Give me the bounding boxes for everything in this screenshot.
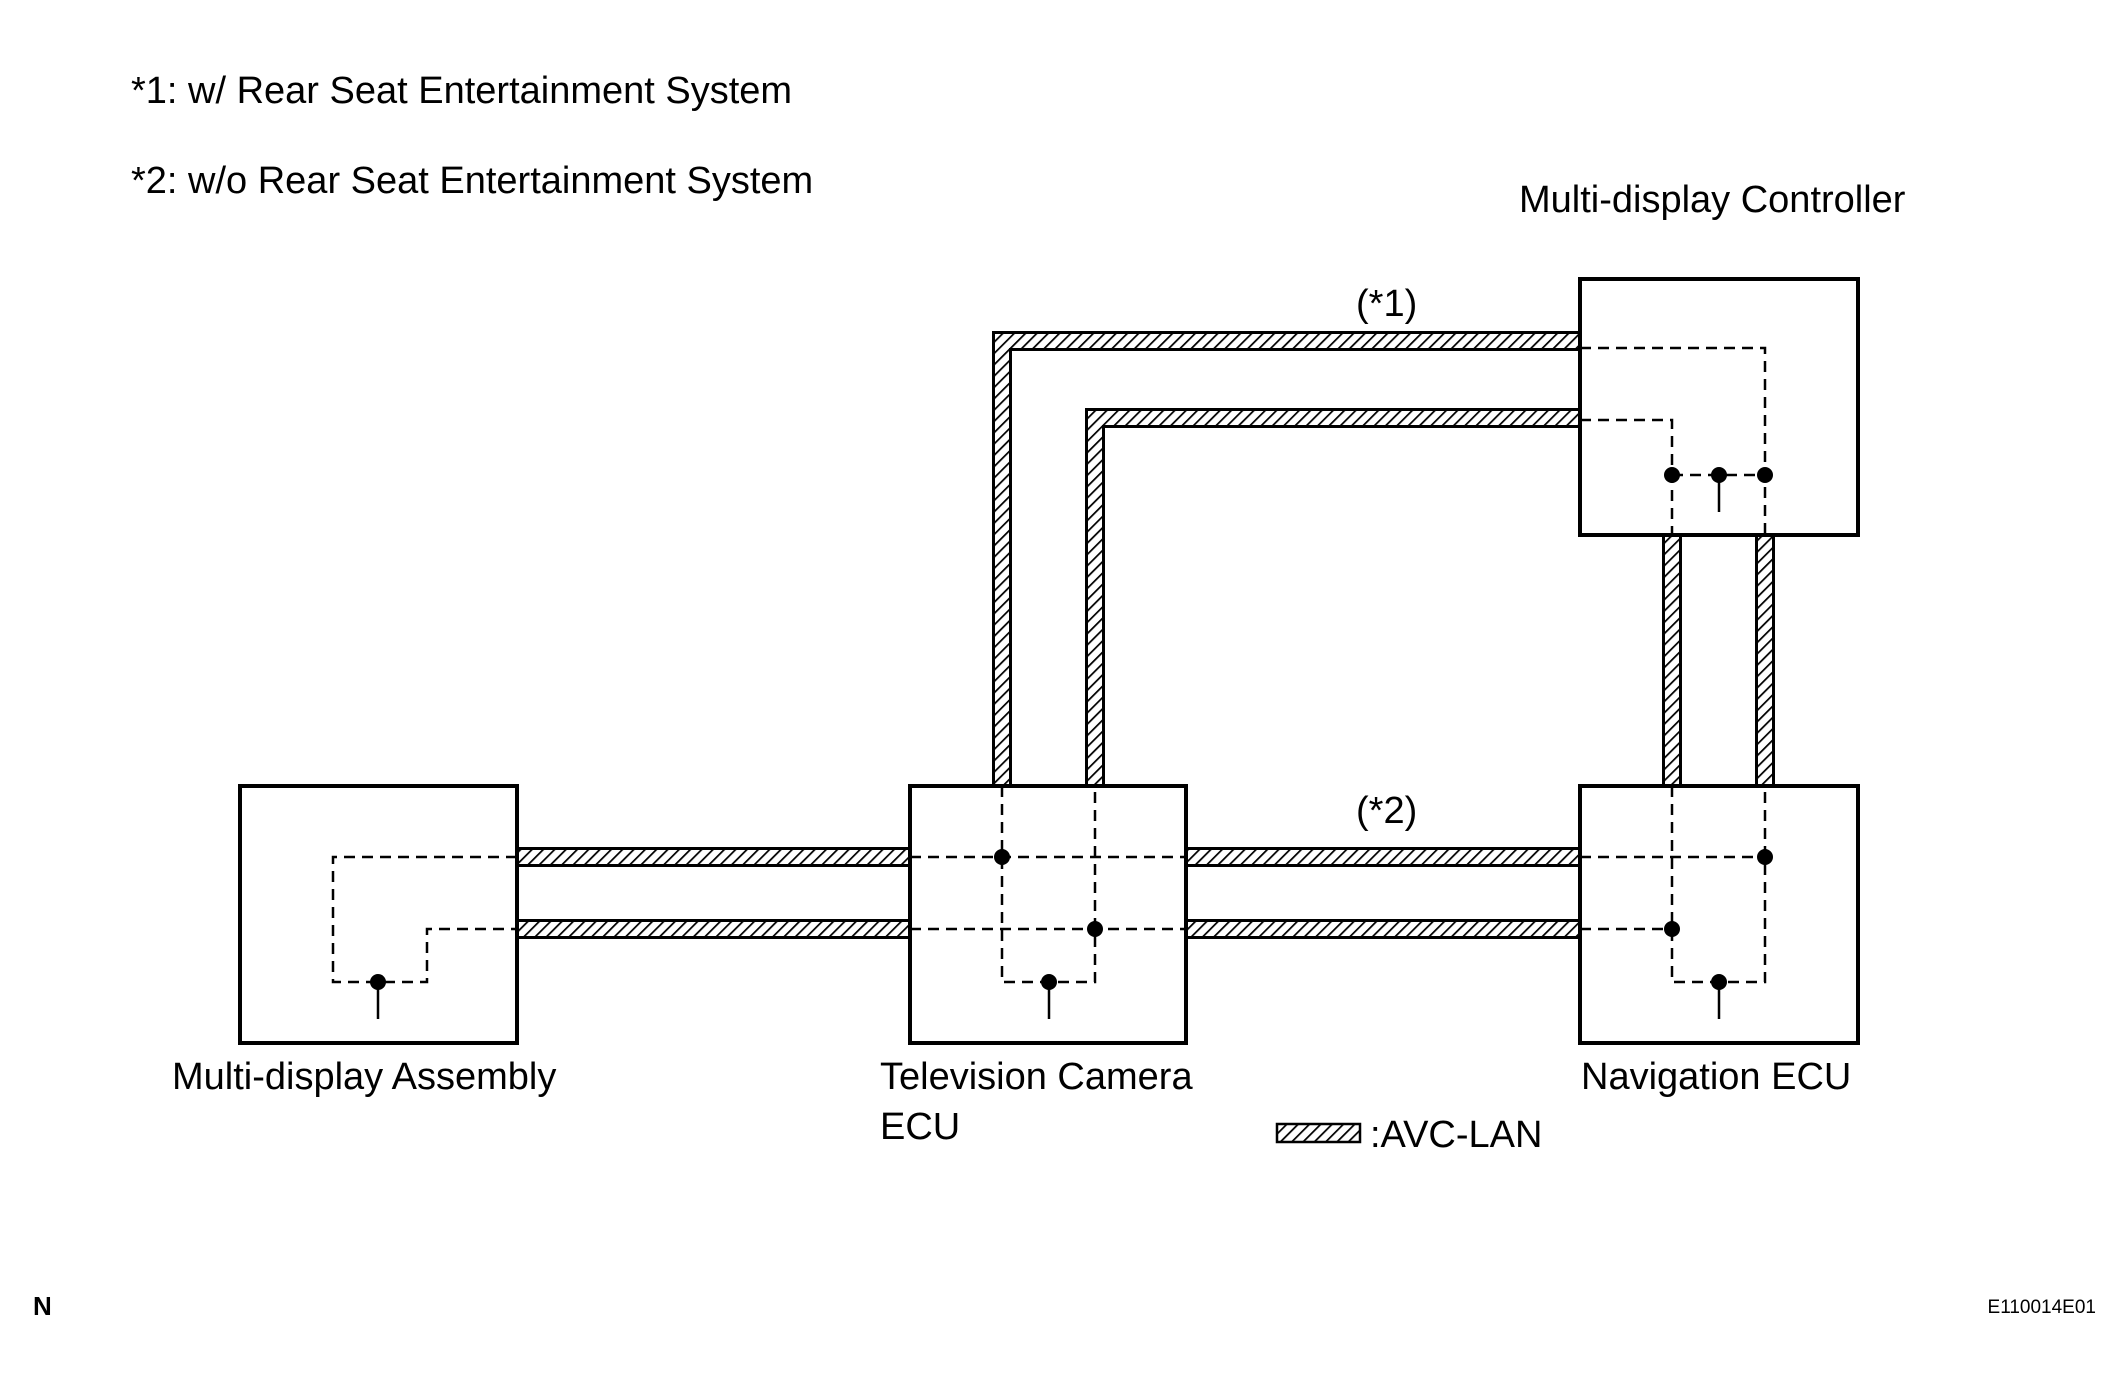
- avc-lan-cable-fill: [1088, 411, 1580, 786]
- avc-lan-cables: [517, 331, 1775, 939]
- multi-display-assembly-box: [238, 784, 519, 1045]
- television-camera-ecu-label-line1: Television Camera: [880, 1056, 1193, 1098]
- route-marker-2: (*2): [1356, 790, 1417, 832]
- junction-dots: [370, 467, 1773, 990]
- internal-wiring: [331, 346, 1767, 984]
- route-marker-1: (*1): [1356, 283, 1417, 325]
- note-2: *2: w/o Rear Seat Entertainment System: [131, 160, 813, 202]
- note-1: *1: w/ Rear Seat Entertainment System: [131, 70, 792, 112]
- multi-display-controller-label: Multi-display Controller: [1519, 179, 1906, 221]
- multi-display-assembly-label: Multi-display Assembly: [172, 1056, 556, 1098]
- television-camera-ecu-label-line2: ECU: [880, 1106, 960, 1148]
- avc-lan-legend-swatch: [1275, 1122, 1362, 1144]
- legend: :AVC-LAN: [1275, 1114, 1542, 1156]
- figure-code: E110014E01: [1988, 1297, 2096, 1318]
- avc-lan-legend-label: :AVC-LAN: [1370, 1114, 1542, 1156]
- navigation-ecu-label: Navigation ECU: [1581, 1056, 1851, 1098]
- avc-lan-cable-fill: [995, 334, 1580, 786]
- orientation-mark: N: [33, 1291, 52, 1321]
- avc-lan-cable: [1085, 408, 1580, 786]
